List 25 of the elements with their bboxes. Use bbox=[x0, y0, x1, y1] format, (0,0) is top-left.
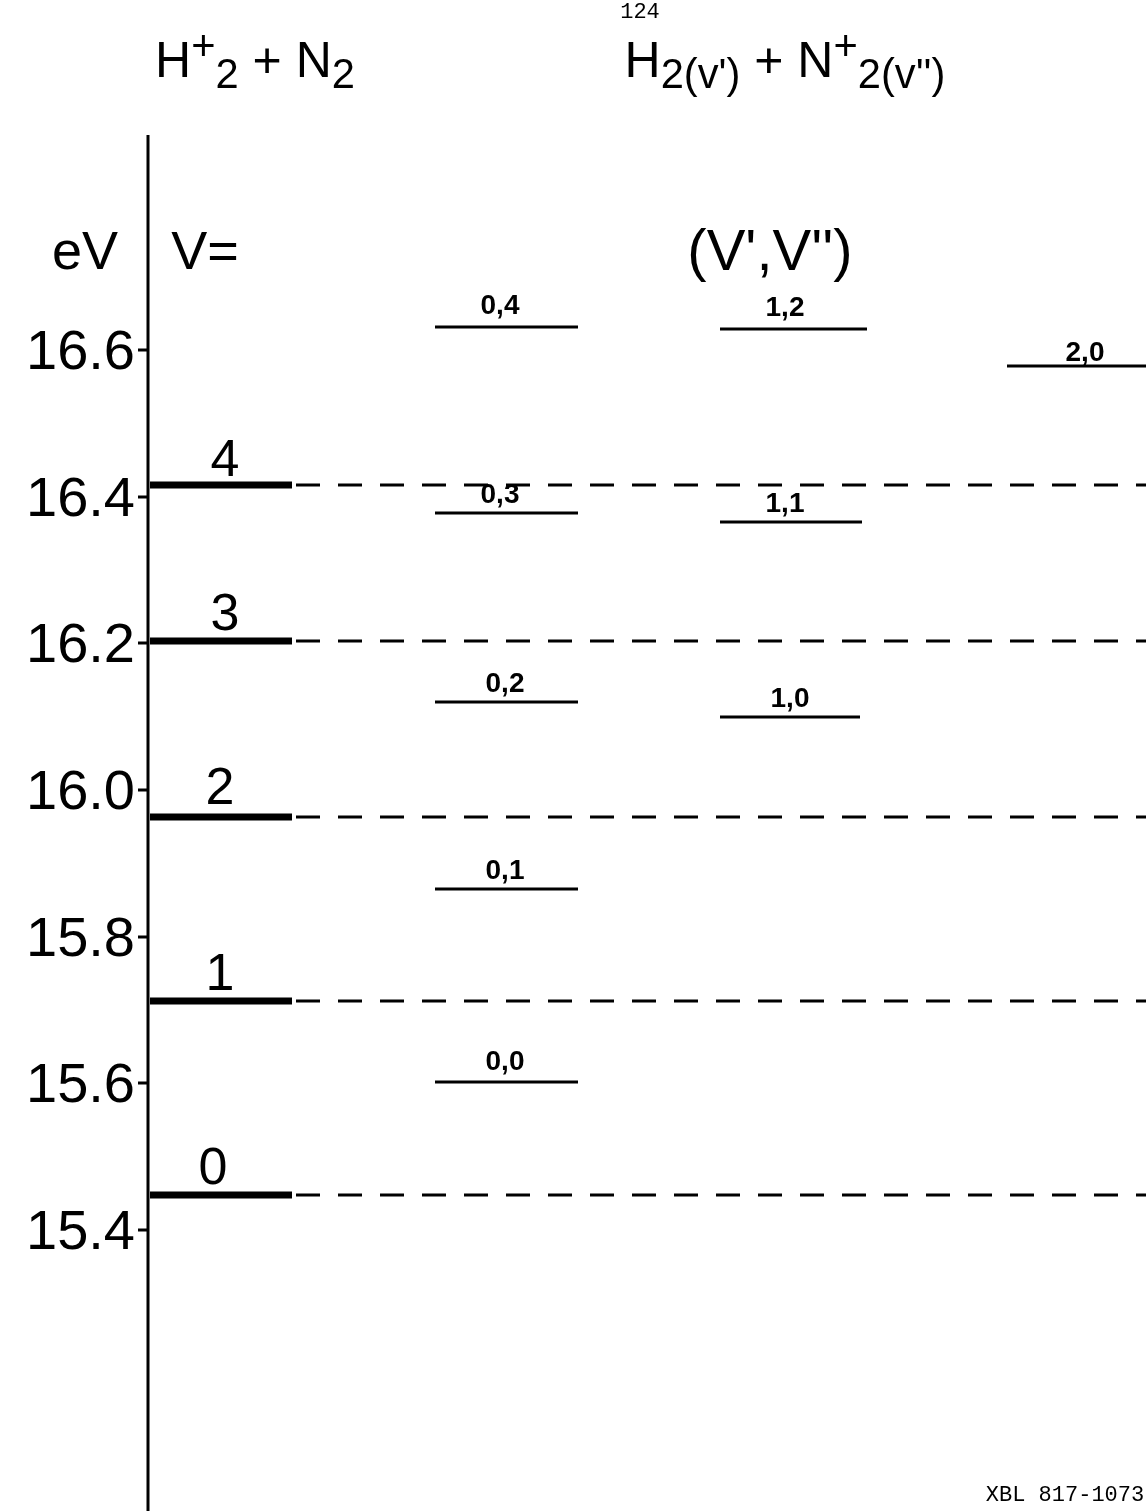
level-label: 1,0 bbox=[770, 684, 810, 712]
level-label: 0,4 bbox=[480, 291, 520, 319]
tick-label: 16.4 bbox=[26, 469, 135, 525]
tick-label: 16.6 bbox=[26, 322, 135, 378]
level-number: 0 bbox=[198, 1140, 228, 1192]
level-number: 2 bbox=[205, 760, 235, 812]
level-number: 4 bbox=[210, 432, 240, 484]
quantum-number-label: V= bbox=[171, 223, 239, 277]
tick-label: 15.4 bbox=[26, 1202, 135, 1258]
level-number: 1 bbox=[205, 946, 235, 998]
level-label: 2,0 bbox=[1065, 338, 1105, 366]
tick-label: 15.8 bbox=[26, 909, 135, 965]
axis-unit: eV bbox=[51, 223, 119, 277]
level-label: 0,1 bbox=[485, 856, 525, 884]
tick-label: 16.0 bbox=[26, 762, 135, 818]
level-label: 1,2 bbox=[765, 293, 805, 321]
level-label: 1,1 bbox=[765, 489, 805, 517]
level-label: 0,2 bbox=[485, 669, 525, 697]
tick-label: 16.2 bbox=[26, 615, 135, 671]
level-label: 0,0 bbox=[485, 1047, 525, 1075]
level-number: 3 bbox=[210, 586, 240, 638]
reaction-label: H$^{+}$$_{2}$ + N$_{2}$ bbox=[155, 24, 355, 96]
page-number: 124 bbox=[620, 2, 660, 24]
tick-label: 15.6 bbox=[26, 1055, 135, 1111]
figure-code: XBL 817-1073 bbox=[985, 1485, 1145, 1507]
